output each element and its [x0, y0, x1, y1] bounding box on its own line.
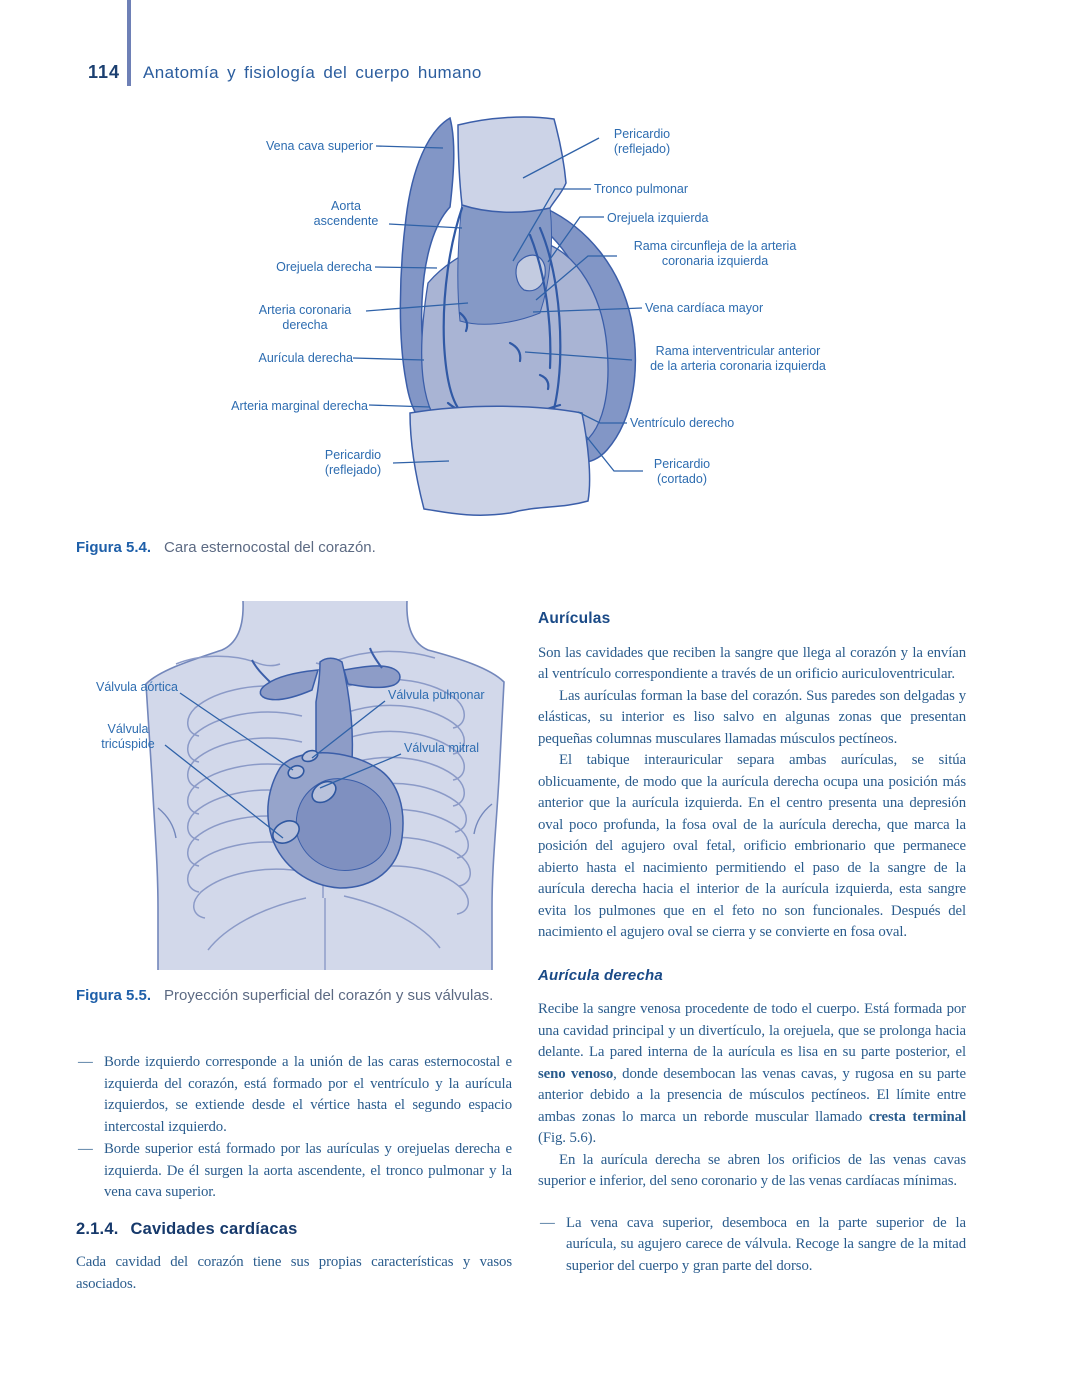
fig54-label-pericardio-reflejado-sup: Pericardio (reflejado): [613, 127, 671, 156]
fig54-label-orejuela-izquierda: Orejuela izquierda: [607, 211, 709, 225]
fig54-label-orejuela-derecha: Orejuela derecha: [276, 260, 372, 274]
text-segment: , donde desembocan las venas cavas, y ru…: [538, 1065, 966, 1125]
bullet-text: Borde izquierdo corresponde a la unión d…: [104, 1054, 512, 1135]
bold-cresta-terminal: cresta terminal: [868, 1108, 966, 1125]
list-item: — Borde izquierdo corresponde a la unión…: [76, 1052, 512, 1138]
figure-5-5-caption: Figura 5.5. Proyección superficial del co…: [76, 986, 521, 1006]
fig54-label-auricula-derecha: Aurícula derecha: [258, 351, 353, 365]
figure-5-4-caption: Figura 5.4. Cara esternocostal del corazó…: [76, 538, 536, 558]
figure-5-5: Válvula aórtica Válvula tricúspide Válvu…: [96, 598, 520, 983]
fig55-label-valvula-aortica: Válvula aórtica: [96, 680, 178, 694]
fig54-label-ventriculo-derecho: Ventrículo derecho: [630, 416, 735, 430]
bullet-text: Borde superior está formado por las aurí…: [104, 1141, 512, 1200]
fig54-label-pericardio-reflejado-inf: Pericardio (reflejado): [324, 448, 382, 477]
text-segment: (Fig. 5.6).: [538, 1130, 597, 1146]
fig54-label-arteria-marginal-derecha: Arteria marginal derecha: [231, 399, 368, 413]
section-title: Cavidades cardíacas: [130, 1219, 298, 1238]
figure-5-5-caption-label: Figura 5.5.: [76, 987, 152, 1004]
fig54-label-vena-cardiaca-mayor: Vena cardíaca mayor: [645, 301, 764, 315]
paragraph-auricula-derecha-2: En la aurícula derecha se abren los orif…: [538, 1151, 966, 1190]
bullet-dash: —: [78, 1141, 93, 1157]
page-header-title: Anatomía y fisiología del cuerpo humano: [143, 63, 482, 82]
bullet-text: La vena cava superior, desemboca en la p…: [566, 1214, 966, 1274]
section-number: 2.1.4.: [76, 1219, 119, 1238]
fig54-label-aorta-ascendente: Aorta ascendente: [313, 199, 379, 228]
list-item: — Borde superior está formado por las au…: [76, 1139, 512, 1204]
heart-sternocostal-artwork: [352, 116, 643, 516]
fig54-label-tronco-pulmonar: Tronco pulmonar: [594, 182, 689, 196]
fig54-label-arteria-coronaria-derecha: Arteria coronaria derecha: [258, 303, 352, 332]
section-heading-2-1-4: 2.1.4. Cavidades cardíacas: [76, 1220, 512, 1240]
bullet-dash: —: [540, 1214, 555, 1231]
figure-5-4: Vena cava superior Aorta ascendente Orej…: [210, 113, 870, 531]
header-rule: [127, 0, 131, 86]
paragraph-auriculas-1: Son las cavidades que reciben la sangre …: [538, 644, 966, 683]
figure-5-4-caption-text: Cara esternocostal del corazón.: [164, 539, 376, 556]
vena-cava-bullet-list: — La vena cava superior, desemboca en la…: [538, 1213, 966, 1278]
border-bullet-list: — Borde izquierdo corresponde a la unión…: [76, 1052, 512, 1204]
fig55-label-valvula-pulmonar: Válvula pulmonar: [388, 688, 485, 702]
fig54-label-vena-cava-superior: Vena cava superior: [265, 139, 373, 153]
fig55-label-valvula-tricuspide: Válvula tricúspide: [101, 722, 155, 751]
heading-auriculas: Aurículas: [538, 610, 611, 627]
section-intro-paragraph: Cada cavidad del corazón tiene sus propi…: [76, 1254, 512, 1292]
fig55-label-valvula-mitral: Válvula mitral: [404, 741, 480, 755]
fig54-label-rama-circunfleja: Rama circunfleja de la arteria coronaria…: [633, 239, 797, 268]
bullet-dash: —: [78, 1054, 93, 1070]
left-column: — Borde izquierdo corresponde a la unión…: [76, 1052, 512, 1295]
paragraph-auriculas-3: El tabique interauricular separa ambas a…: [538, 752, 966, 940]
fig54-label-rama-interventricular: Rama interventricular anterior de la art…: [650, 344, 826, 373]
page-number: 114: [87, 62, 120, 82]
bold-seno-venoso: seno venoso: [538, 1065, 614, 1082]
heart-projection-artwork: [145, 600, 505, 970]
list-item: — La vena cava superior, desemboca en la…: [538, 1213, 966, 1278]
heading-auricula-derecha: Aurícula derecha: [538, 966, 663, 984]
right-column: Aurículas Son las cavidades que reciben …: [538, 608, 966, 1278]
fig54-label-pericardio-cortado: Pericardio (cortado): [653, 457, 711, 486]
figure-5-5-caption-text: Proyección superficial del corazón y sus…: [164, 987, 494, 1004]
figure-5-4-caption-label: Figura 5.4.: [76, 539, 152, 556]
paragraph-auricula-derecha-1: Recibe la sangre venosa procedente de to…: [538, 999, 966, 1150]
paragraph-auriculas-2: Las aurículas forman la base del corazón…: [538, 687, 966, 747]
text-segment: Recibe la sangre venosa procedente de to…: [538, 1001, 966, 1060]
